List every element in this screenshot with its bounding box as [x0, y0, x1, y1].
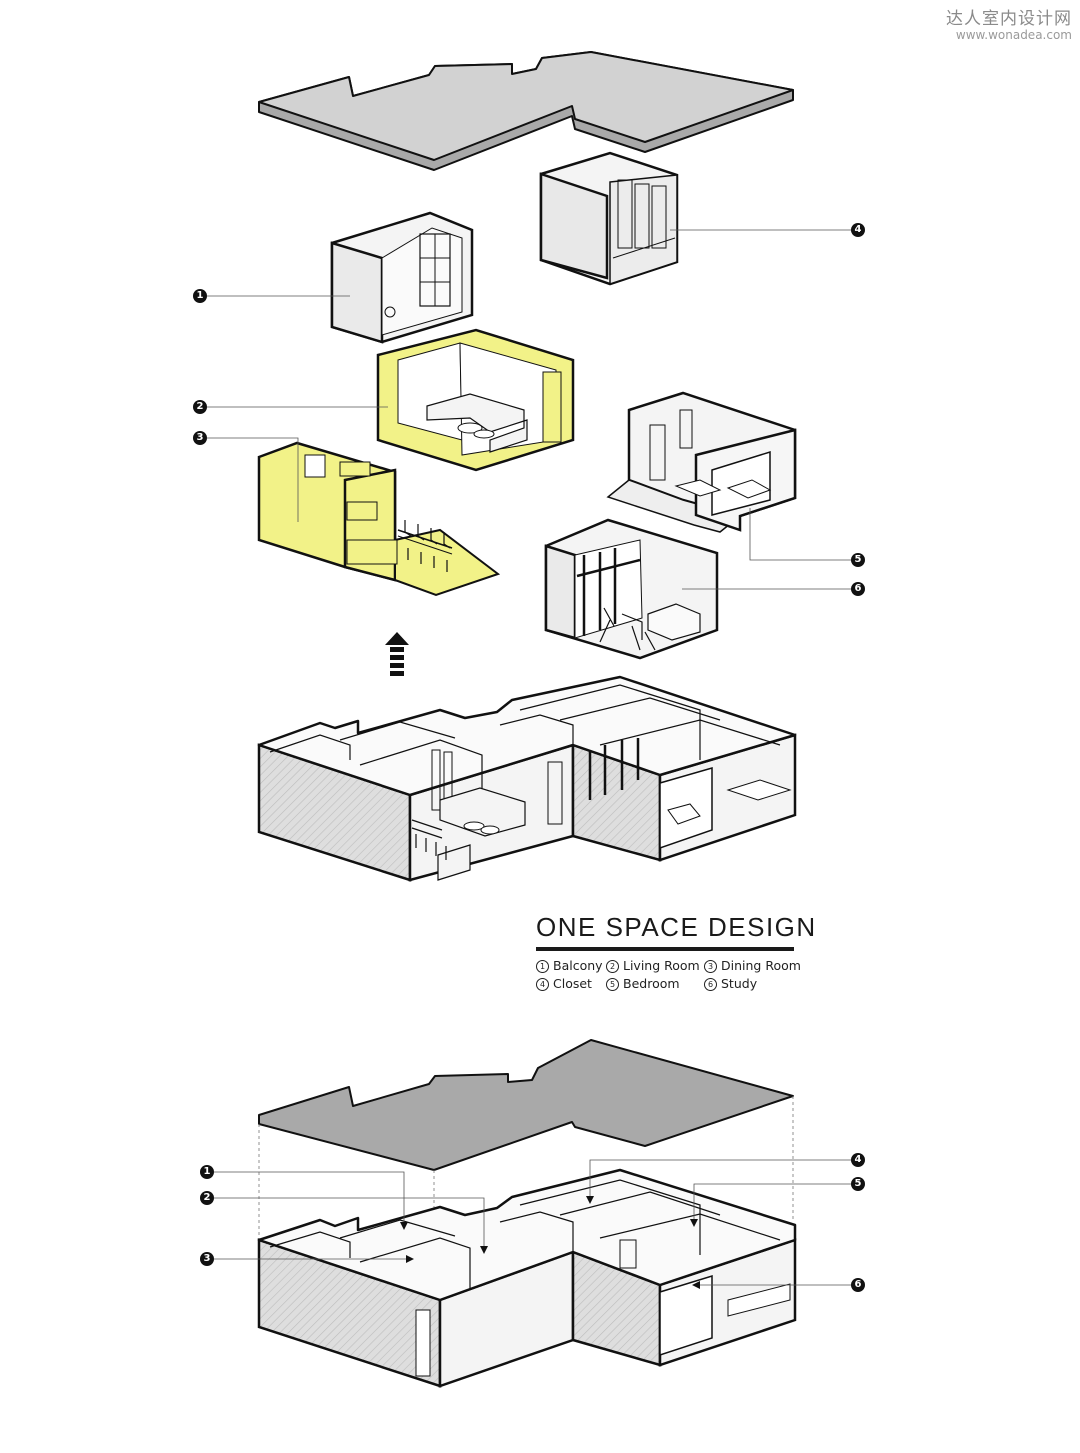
marker-study-bottom: 6: [851, 1278, 865, 1292]
legend-item-living-room: 2 Living Room: [606, 958, 704, 973]
legend-title: ONE SPACE DESIGN: [536, 912, 817, 942]
leader-arrowheads: [400, 1196, 700, 1289]
marker-balcony-bottom: 1: [200, 1165, 214, 1179]
marker-study: 6: [851, 582, 865, 596]
study-box: [544, 518, 719, 660]
legend-label: Study: [721, 976, 758, 991]
bottom-floorplan: [257, 1168, 797, 1388]
legend-label: Balcony: [553, 958, 603, 973]
legend-number: 3: [704, 960, 717, 973]
balcony-room-box: [330, 211, 474, 344]
watermark-site-name: 达人室内设计网: [946, 9, 1072, 29]
legend-item-bedroom: 5 Bedroom: [606, 976, 704, 991]
legend: ONE SPACE DESIGN 1 Balcony 2 Living Room 3…: [536, 912, 817, 991]
legend-grid: 1 Balcony 2 Living Room 3 Dining Room 4 Clos…: [536, 958, 801, 991]
assembled-floorplan: [257, 675, 797, 882]
roof-slab-top: [258, 51, 794, 171]
dining-room-box: [257, 441, 501, 597]
leader-lines-bottom: [214, 1159, 851, 1286]
bedroom-box: [606, 391, 797, 533]
marker-dining-room-bottom: 3: [200, 1252, 214, 1266]
legend-item-dining-room: 3 Dining Room: [704, 958, 801, 973]
up-arrow-icon: [385, 632, 409, 676]
watermark-url: www.wonadea.com: [955, 28, 1072, 42]
legend-item-closet: 4 Closet: [536, 976, 606, 991]
marker-dining-room: 3: [193, 431, 207, 445]
legend-label: Dining Room: [721, 958, 801, 973]
legend-label: Living Room: [623, 958, 700, 973]
legend-label: Bedroom: [623, 976, 680, 991]
legend-divider: [536, 947, 794, 951]
roof-slab-bottom: [258, 1039, 794, 1171]
legend-number: 2: [606, 960, 619, 973]
watermark: 达人室内设计网 www.wonadea.com: [946, 4, 1072, 42]
legend-number: 4: [536, 978, 549, 991]
marker-balcony: 1: [193, 289, 207, 303]
leader-lines-top: [207, 229, 851, 590]
living-room-box: [376, 328, 575, 472]
legend-item-study: 6 Study: [704, 976, 800, 991]
legend-number: 5: [606, 978, 619, 991]
legend-number: 1: [536, 960, 549, 973]
marker-bedroom-bottom: 5: [851, 1177, 865, 1191]
legend-item-balcony: 1 Balcony: [536, 958, 606, 973]
marker-bedroom: 5: [851, 553, 865, 567]
marker-closet: 4: [851, 223, 865, 237]
marker-closet-bottom: 4: [851, 1153, 865, 1167]
legend-label: Closet: [553, 976, 592, 991]
marker-living-room-bottom: 2: [200, 1191, 214, 1205]
closet-room-box: [539, 151, 679, 286]
legend-number: 6: [704, 978, 717, 991]
marker-living-room: 2: [193, 400, 207, 414]
